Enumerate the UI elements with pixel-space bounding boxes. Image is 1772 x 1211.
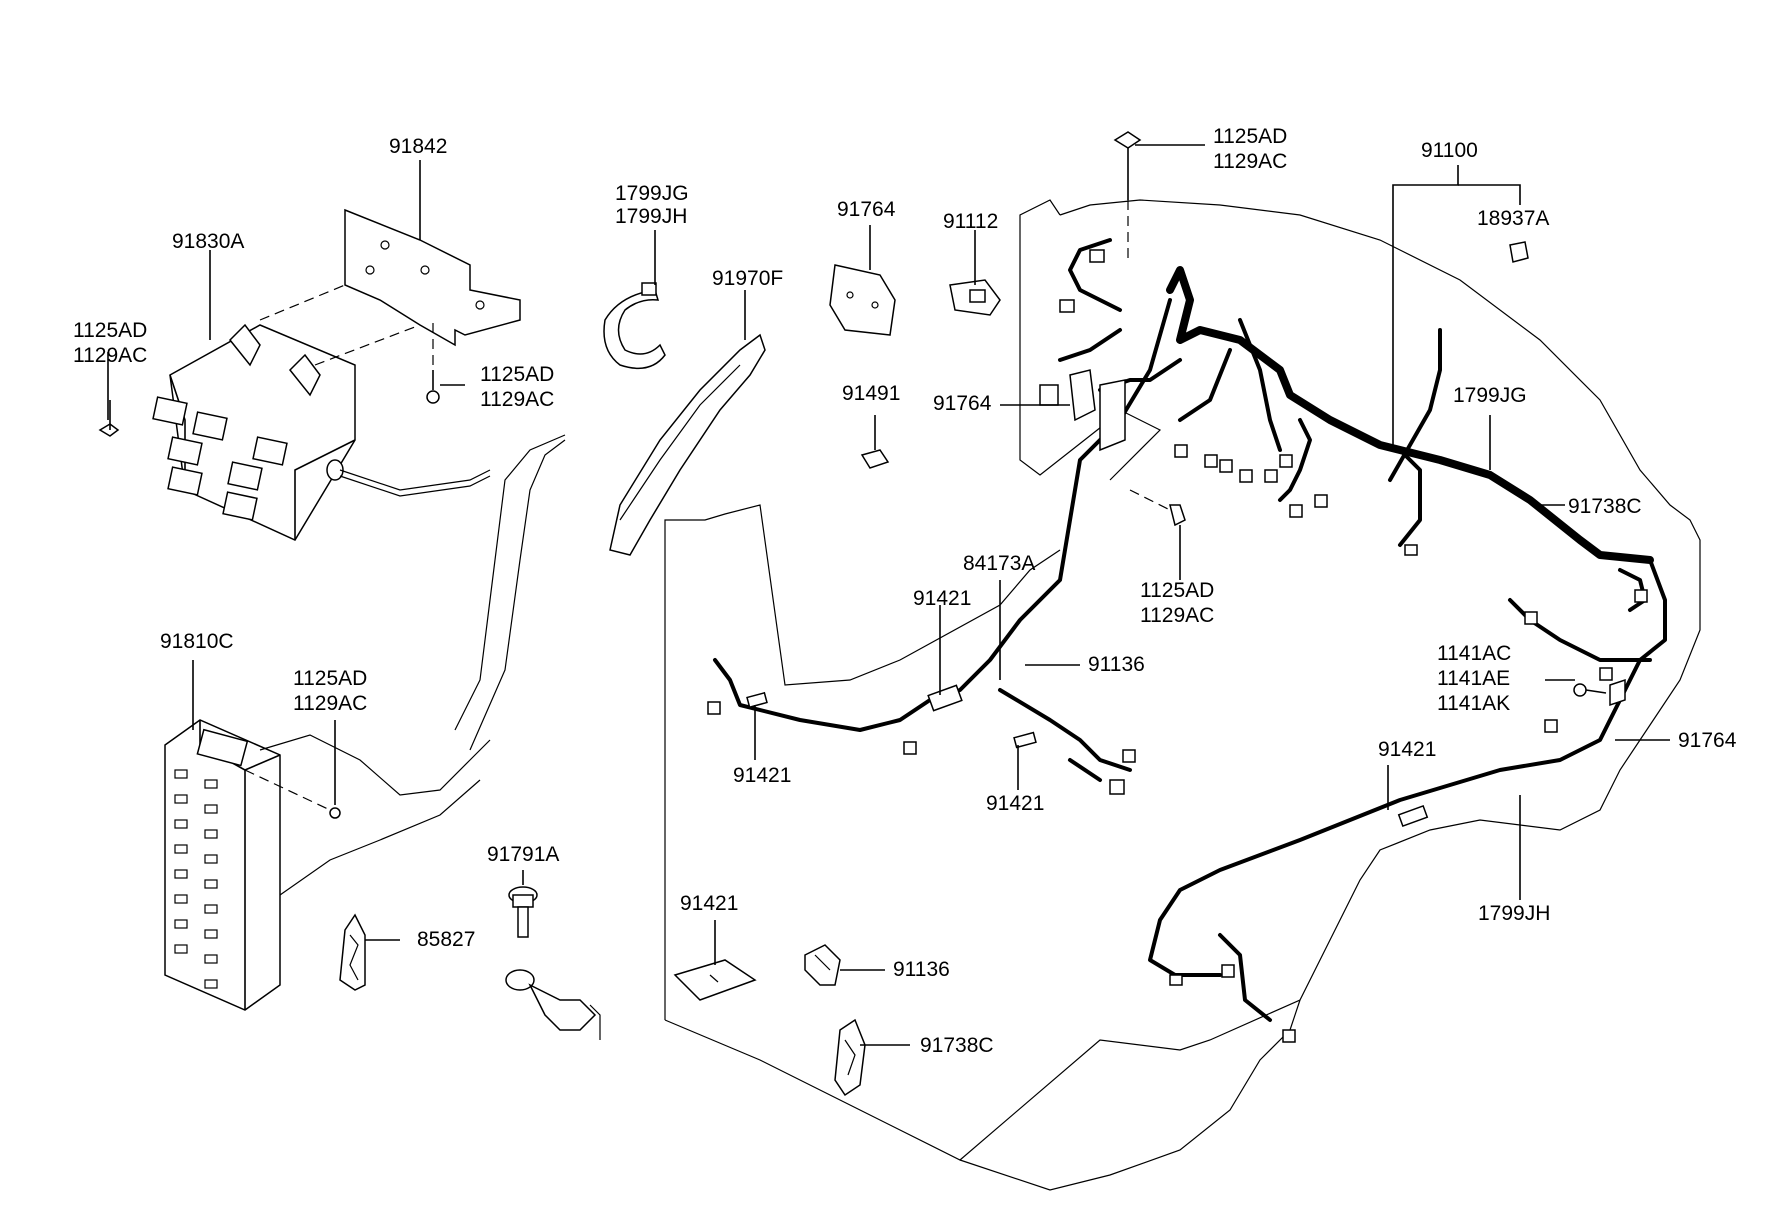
label-91738C-b: 91738C <box>1568 495 1642 518</box>
label-91421-d: 91421 <box>986 792 1044 815</box>
clip-85827 <box>339 913 366 991</box>
vehicle-floor-outline <box>664 199 1701 1191</box>
label-1129AC-b: 1129AC <box>480 388 554 411</box>
label-1129AC-c: 1129AC <box>293 692 367 715</box>
clip-18937A <box>1509 241 1529 263</box>
wire-loom <box>454 434 566 751</box>
part-labels: 91842 91830A 1125AD 1129AC 1125AD 1129AC… <box>73 125 1737 1057</box>
bolt-1125AD-left <box>98 400 120 437</box>
relay-box-91830A <box>152 323 491 541</box>
label-91491: 91491 <box>842 382 900 405</box>
label-1125AD-b: 1125AD <box>480 363 554 386</box>
connector-91112 <box>949 279 1001 316</box>
label-91810C: 91810C <box>160 630 234 653</box>
label-91100: 91100 <box>1421 139 1478 162</box>
bolt-1125AD-middle <box>1129 489 1186 527</box>
label-1129AC-e: 1129AC <box>1140 604 1214 627</box>
ring-terminal <box>505 969 601 1040</box>
label-91970F: 91970F <box>712 267 783 290</box>
label-91764-c: 91764 <box>1678 729 1737 752</box>
harness-tape-markers <box>746 684 1429 828</box>
label-1129AC-a: 1129AC <box>73 344 147 367</box>
label-91112: 91112 <box>943 210 998 233</box>
bolt-91791A <box>508 886 538 938</box>
label-84173A: 84173A <box>963 552 1035 575</box>
sleeve-91491 <box>860 449 890 469</box>
label-91791A: 91791A <box>487 843 559 866</box>
label-1125AD-c: 1125AD <box>293 667 367 690</box>
grommet-91764-mounted <box>1069 369 1126 452</box>
label-91421-b: 91421 <box>913 587 971 610</box>
label-1125AD-e: 1125AD <box>1140 579 1214 602</box>
bracket-91842 <box>259 208 521 366</box>
label-1799JG-b: 1799JG <box>1453 384 1527 407</box>
label-1799JG-a: 1799JG <box>615 182 689 205</box>
protector-91970F <box>609 333 766 556</box>
label-91830A: 91830A <box>172 230 244 253</box>
junction-box-91810C <box>164 719 491 1011</box>
label-91842: 91842 <box>389 135 447 158</box>
label-1125AD-d: 1125AD <box>1213 125 1287 148</box>
clip-91738C <box>834 1018 866 1097</box>
label-91738C-a: 91738C <box>920 1034 994 1057</box>
label-91421-a: 91421 <box>680 892 738 915</box>
label-91764-a: 91764 <box>837 198 896 221</box>
bolt-1125AD-top <box>1113 131 1142 260</box>
clip-91136 <box>804 944 841 986</box>
tape-91421 <box>673 959 757 1001</box>
label-91764-b: 91764 <box>933 392 992 415</box>
label-18937A: 18937A <box>1477 207 1549 230</box>
label-91421-e: 91421 <box>1378 738 1436 761</box>
label-1799JH-a: 1799JH <box>615 205 687 228</box>
label-1799JH-b: 1799JH <box>1478 902 1550 925</box>
label-91136-a: 91136 <box>893 958 950 981</box>
bolt-1141 <box>1573 678 1626 707</box>
harness-connectors <box>707 249 1648 1043</box>
cable-tie-1799JG <box>603 282 666 370</box>
leader-lines <box>107 144 1670 1046</box>
pad-91764 <box>829 264 896 336</box>
label-1141AK: 1141AK <box>1437 692 1510 715</box>
label-1141AC: 1141AC <box>1437 642 1511 665</box>
label-91136-b: 91136 <box>1088 653 1145 676</box>
label-85827: 85827 <box>417 928 475 951</box>
label-1141AE: 1141AE <box>1437 667 1510 690</box>
label-1129AC-d: 1129AC <box>1213 150 1287 173</box>
screw-1125AD-bracket <box>426 320 440 404</box>
label-91421-c: 91421 <box>733 764 791 787</box>
label-1125AD-a: 1125AD <box>73 319 147 342</box>
